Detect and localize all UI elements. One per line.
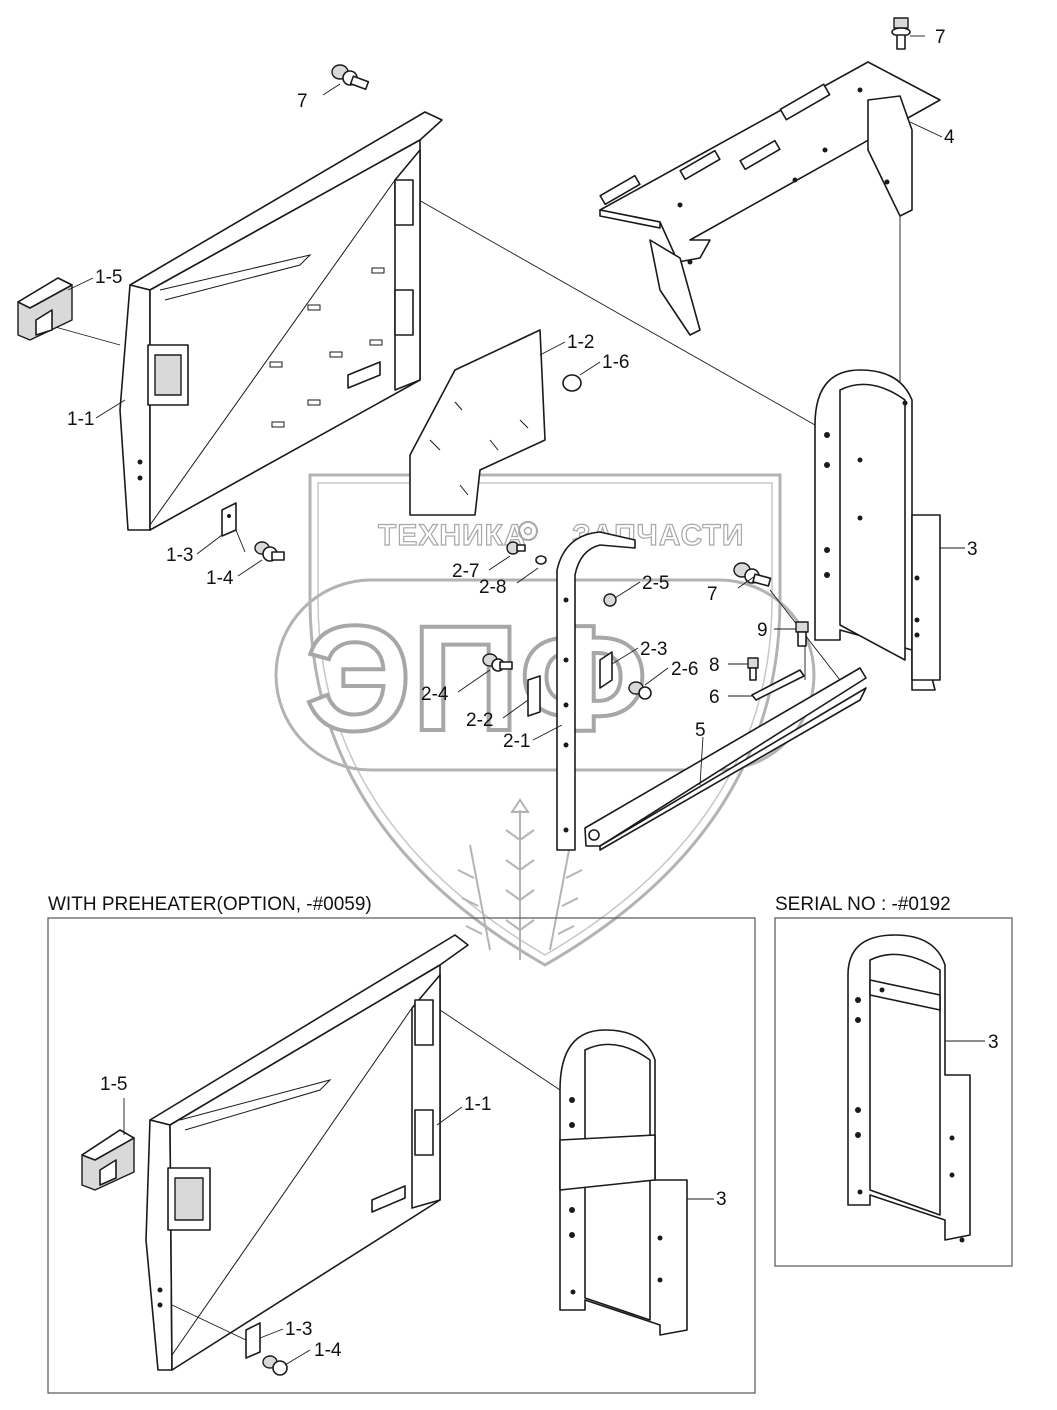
label-2-6: 2-6 xyxy=(671,659,698,680)
label-5: 5 xyxy=(695,720,706,741)
bolt-part-7-top-center xyxy=(331,64,370,91)
label-3: 3 xyxy=(967,539,978,560)
inset-serial-caption: SERIAL NO : -#0192 xyxy=(775,894,951,915)
watermark-word-right: ЗАПЧАСТИ xyxy=(572,519,744,552)
nut-part-2-5 xyxy=(603,593,617,607)
bolt-part-2-7 xyxy=(506,541,526,555)
turnbuckle-part-6 xyxy=(751,669,805,701)
inset-serial: SERIAL NO : -#0192 3 xyxy=(774,894,1013,1267)
inset-label-1-4: 1-4 xyxy=(314,1340,342,1361)
clip-part-2-3 xyxy=(599,651,613,689)
label-2-2: 2-2 xyxy=(466,710,493,731)
label-7-right: 7 xyxy=(707,584,718,605)
inset-label-1-5: 1-5 xyxy=(100,1074,127,1095)
gear-icon xyxy=(518,521,538,541)
callout-labels: 7 7 4 1-5 1-1 1-2 1-6 1-3 1-4 3 2-7 2-8 … xyxy=(67,27,978,752)
latch-part-1-5 xyxy=(17,277,73,341)
inset-label-3: 3 xyxy=(716,1189,727,1210)
inset-serial-frame xyxy=(774,917,1013,1267)
label-8: 8 xyxy=(709,655,720,676)
bolt-part-7-right xyxy=(733,562,772,587)
label-2-4: 2-4 xyxy=(421,684,449,705)
label-2-7: 2-7 xyxy=(452,561,479,582)
label-2-1: 2-1 xyxy=(503,731,530,752)
bolt-part-9 xyxy=(795,621,809,647)
inset-serial-label-3: 3 xyxy=(988,1032,999,1053)
label-1-3: 1-3 xyxy=(166,545,193,566)
label-1-1: 1-1 xyxy=(67,409,94,430)
inset-serial-stay-part-3 xyxy=(847,934,971,1243)
bolt-part-8 xyxy=(747,657,759,681)
label-7-top-center: 7 xyxy=(297,91,308,112)
bracket-part-2-1 xyxy=(556,531,636,851)
stud-bolts xyxy=(269,267,385,428)
inset-preheater: WITH PREHEATER(OPTION, -#0059) xyxy=(47,894,756,1394)
inset-latch xyxy=(81,1129,135,1191)
inset-preheater-frame xyxy=(47,917,756,1394)
bracket-part-1-3 xyxy=(221,502,237,537)
label-1-6: 1-6 xyxy=(602,352,629,373)
label-2-3: 2-3 xyxy=(640,639,667,660)
label-6: 6 xyxy=(709,687,720,708)
clip-part-2-2 xyxy=(527,675,541,717)
insulation-sheet-part-1-2 xyxy=(409,329,546,516)
label-1-4: 1-4 xyxy=(206,568,234,589)
inset-bolt-part-1-4 xyxy=(262,1355,288,1376)
label-2-5: 2-5 xyxy=(642,573,669,594)
inset-label-1-3: 1-3 xyxy=(285,1319,312,1340)
label-7-top-right: 7 xyxy=(935,27,946,48)
label-1-5: 1-5 xyxy=(95,267,122,288)
watermark: ТЕХНИКА ЗАПЧАСТИ ЭПФ xyxy=(274,473,816,967)
washer-part-2-8 xyxy=(535,555,547,565)
inset-stay-part-3 xyxy=(559,1029,688,1336)
bolt-part-2-6 xyxy=(628,681,652,700)
watermark-word-left: ТЕХНИКА xyxy=(378,519,527,552)
label-leaders xyxy=(67,35,965,786)
wheat-ears-icon xyxy=(457,798,583,960)
label-2-8: 2-8 xyxy=(479,577,506,598)
inset-preheater-caption: WITH PREHEATER(OPTION, -#0059) xyxy=(48,894,372,915)
label-1-2: 1-2 xyxy=(567,332,594,353)
clip-part-1-6 xyxy=(562,374,582,392)
watermark-monogram: ЭПФ xyxy=(305,594,648,762)
stay-part-3 xyxy=(814,369,941,691)
inset-cover-panel xyxy=(145,934,469,1371)
cover-panel-part-1-1 xyxy=(119,111,443,531)
inset-bracket-part-1-3 xyxy=(245,1322,261,1359)
bolt-part-7-top-right xyxy=(891,17,911,50)
label-4: 4 xyxy=(944,127,955,148)
bolt-part-1-4 xyxy=(254,541,285,562)
bolt-part-2-4 xyxy=(482,653,513,672)
inset-label-1-1: 1-1 xyxy=(464,1094,491,1115)
bracket-part-4 xyxy=(599,61,941,336)
rod-part-5 xyxy=(584,667,867,851)
label-9: 9 xyxy=(757,620,768,641)
